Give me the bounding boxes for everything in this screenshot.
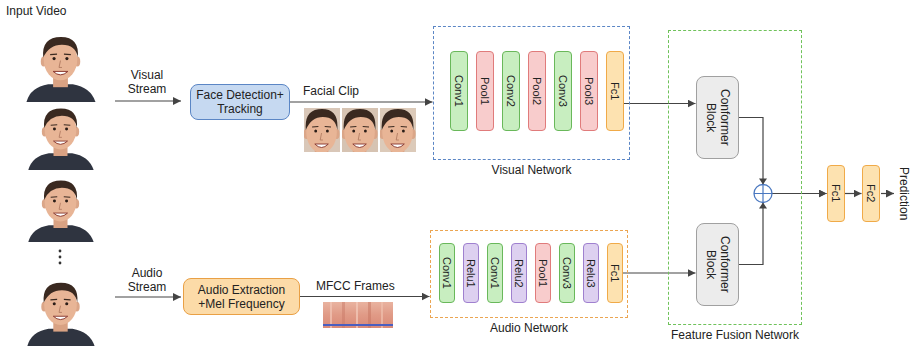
group-heading: Feature Fusion Network <box>671 328 799 342</box>
text-label: Facial Clip <box>303 84 359 98</box>
face-crop <box>350 100 445 175</box>
pool-layer: Pool2 <box>528 51 546 131</box>
fc-layer: Fc2 <box>862 165 880 222</box>
text-label: Input Video <box>6 4 67 18</box>
layer-label: Relu3 <box>585 247 597 299</box>
box-label: Audio Extraction +Mel Frequency <box>187 283 296 311</box>
network-group: Visual NetworkConv1Pool1Conv2Pool2Conv3P… <box>433 26 630 160</box>
input-video-frames <box>26 37 95 346</box>
relu-layer: Relu2 <box>511 243 527 303</box>
layer-label: Relu2 <box>513 247 525 299</box>
output-arrow <box>881 193 894 194</box>
layer-label: Fc1 <box>609 55 621 127</box>
layer-label: Conv2 <box>505 55 517 127</box>
process-box: Audio Extraction +Mel Frequency <box>183 278 300 315</box>
pool-layer: Pool1 <box>476 51 494 131</box>
stream-arrow <box>115 296 181 297</box>
ellipsis-dot <box>59 262 62 265</box>
arrow-connector <box>624 103 696 104</box>
layer-label: Pool2 <box>531 55 543 127</box>
layer-label: Conv1 <box>441 247 453 299</box>
ellipsis-dot <box>59 250 62 253</box>
relu-layer: Relu3 <box>583 243 599 303</box>
conv-layer: Conv1 <box>439 243 455 303</box>
conformer-block: Conformer Block <box>696 76 739 159</box>
ellipsis-dot <box>59 256 62 259</box>
layer-label: Conformer Block <box>704 227 732 302</box>
layer-label: Conv3 <box>561 247 573 299</box>
sum-junction <box>754 179 772 209</box>
layer-label: Fc1 <box>830 169 842 218</box>
fc-layer: Fc1 <box>607 243 623 303</box>
face-frame <box>27 283 94 346</box>
layer-label: Pool1 <box>537 247 549 299</box>
pool-layer: Pool3 <box>580 51 598 131</box>
pool-layer: Pool1 <box>535 243 551 303</box>
text-label: Visual Stream <box>124 68 170 96</box>
layer-label: Relu1 <box>465 247 477 299</box>
stream-arrow <box>115 100 181 101</box>
layer-label: Fc1 <box>609 247 621 299</box>
layer-label: Pool1 <box>479 55 491 127</box>
network-group: Feature Fusion NetworkConformer BlockCon… <box>668 30 802 325</box>
fc-layer: Fc1 <box>827 165 845 222</box>
arrow-connector <box>739 194 827 265</box>
arrow-connector <box>300 296 430 297</box>
layer-label: Fc2 <box>865 169 877 218</box>
network-group: Audio NetworkConv1Relu1Conv1Relu2Pool1Co… <box>430 230 628 318</box>
conv-layer: Conv3 <box>554 51 572 131</box>
group-heading: Audio Network <box>490 321 568 335</box>
layer-label: Conv1 <box>453 55 465 127</box>
process-box: Face Detection+ Tracking <box>190 84 290 120</box>
text-label: MFCC Frames <box>316 279 395 293</box>
face-frame <box>26 37 95 102</box>
text-label: Audio Stream <box>124 266 170 294</box>
face-frame <box>28 108 93 170</box>
arrow-connector <box>623 272 696 273</box>
conv-layer: Conv1 <box>450 51 468 131</box>
conformer-block: Conformer Block <box>696 223 739 306</box>
conv-layer: Conv3 <box>559 243 575 303</box>
facial-clip-crops <box>274 100 445 175</box>
layer-label: Conformer Block <box>704 80 732 155</box>
group-heading: Visual Network <box>492 163 572 177</box>
conv-layer: Conv1 <box>487 243 503 303</box>
face-frame <box>28 180 93 242</box>
conv-layer: Conv2 <box>502 51 520 131</box>
layer-label: Pool3 <box>583 55 595 127</box>
layer-label: Conv1 <box>489 247 501 299</box>
arrow-connector <box>739 118 827 194</box>
text-label: Prediction <box>897 162 911 226</box>
arrow-connector <box>290 101 433 102</box>
box-label: Face Detection+ Tracking <box>194 88 286 116</box>
mfcc-spectrogram <box>323 302 393 328</box>
relu-layer: Relu1 <box>463 243 479 303</box>
fc-layer: Fc1 <box>606 51 624 131</box>
layer-label: Conv3 <box>557 55 569 127</box>
arrow-connector <box>845 193 862 194</box>
